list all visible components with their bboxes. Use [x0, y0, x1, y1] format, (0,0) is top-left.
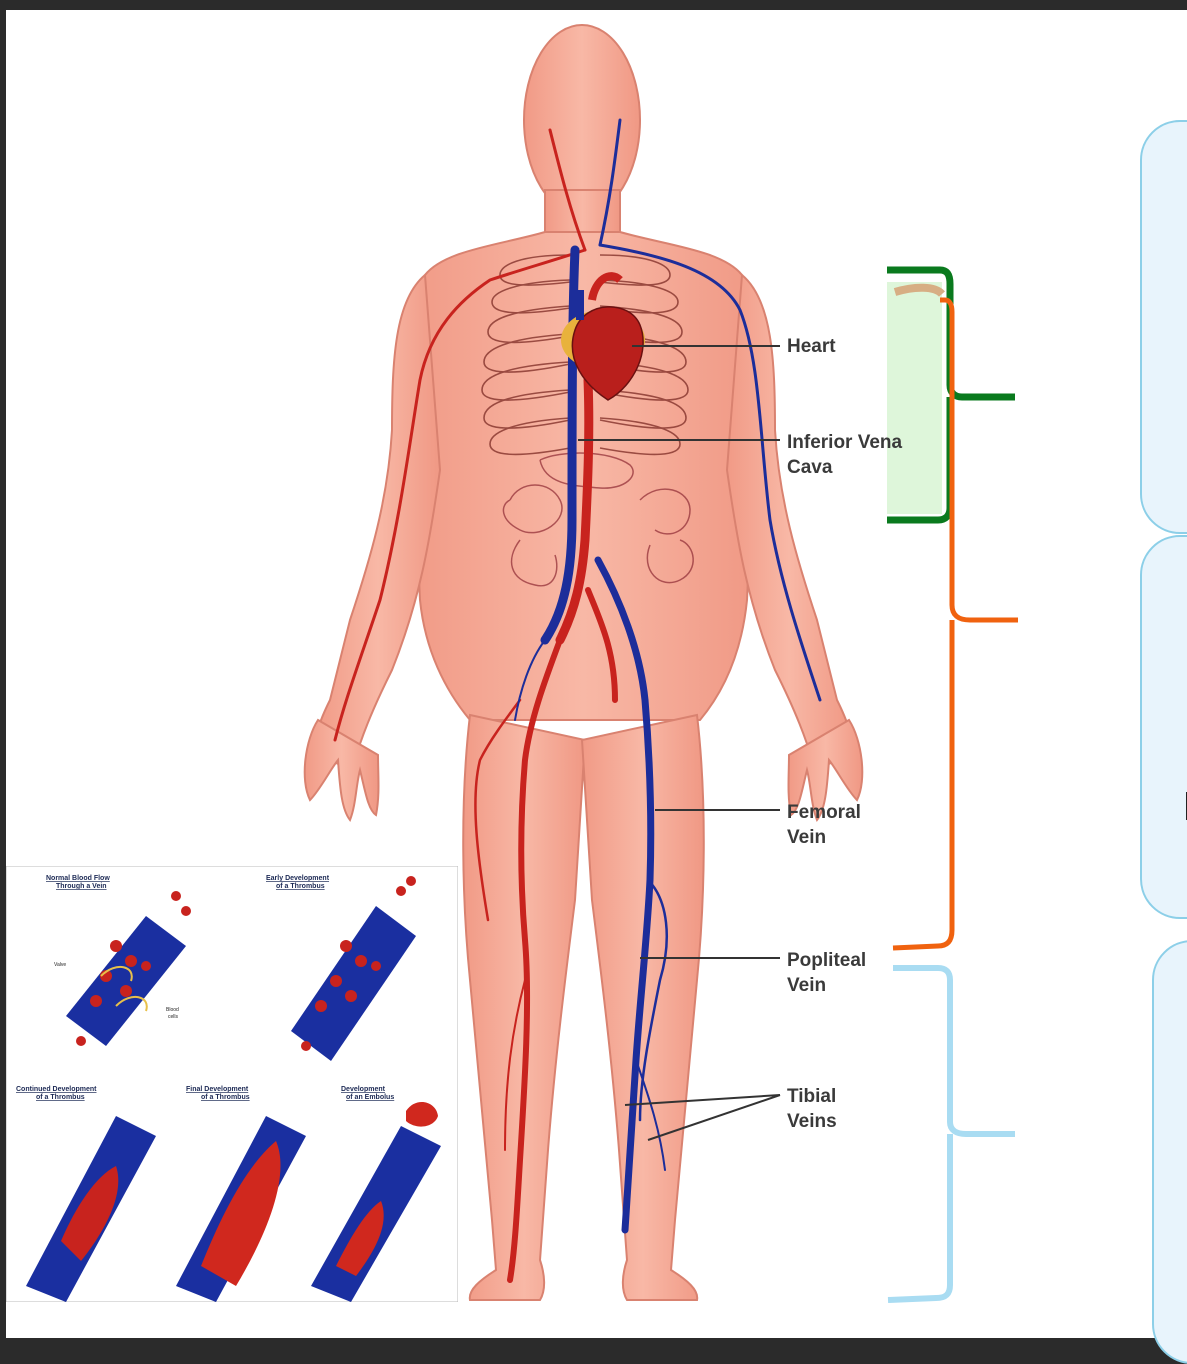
inset-panel-1-title-2: Through a Vein [56, 883, 107, 890]
inset-panel-2-title: Early Development [266, 875, 330, 882]
svg-text:of a Thrombus: of a Thrombus [201, 1094, 250, 1101]
thrombus-development-inset: Normal Blood Flow Through a Vein Valve B… [6, 866, 458, 1302]
svg-text:of an Embolus: of an Embolus [346, 1094, 394, 1101]
inset-panel-4-title: Final Development [186, 1086, 249, 1093]
label-femoral-vein: Femoral Vein [787, 800, 861, 850]
svg-text:of a Thrombus: of a Thrombus [36, 1094, 85, 1101]
inset-panel-3-title: Continued Development [16, 1086, 97, 1093]
inset-panel-5-title: Development [341, 1086, 386, 1093]
label-popliteal-vein: Popliteal Vein [787, 948, 866, 998]
svg-text:of a Thrombus: of a Thrombus [276, 883, 325, 890]
svg-text:cells: cells [168, 1014, 179, 1020]
inset-callout-blood-cells: Blood [166, 1007, 179, 1013]
inset-panel-1-title: Normal Blood Flow [46, 875, 110, 882]
label-inferior-vena-cava: Inferior Vena Cava [787, 430, 902, 480]
label-tibial-veins: Tibial Veins [787, 1084, 837, 1134]
lightblue-bracket [888, 968, 1015, 1300]
inset-callout-valve: Valve [54, 962, 66, 968]
label-heart: Heart [787, 334, 836, 359]
